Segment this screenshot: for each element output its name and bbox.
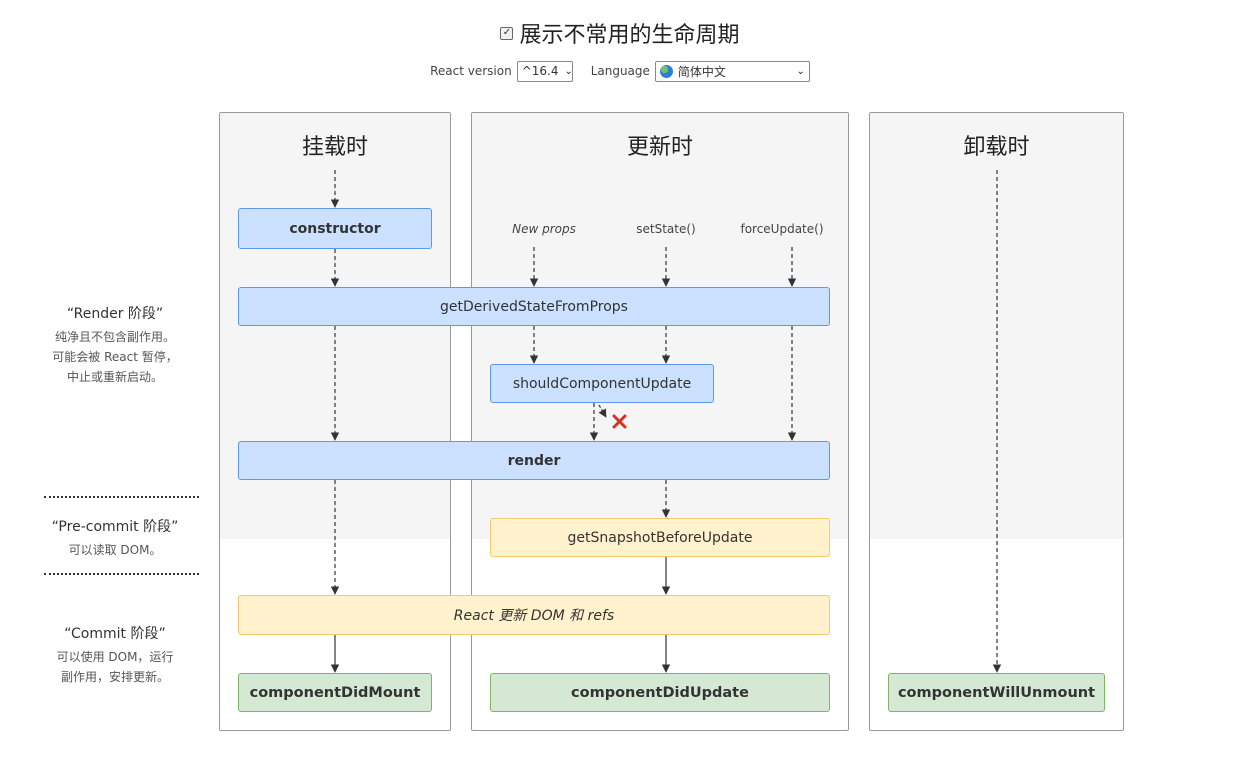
trigger-set-state: setState()	[636, 222, 696, 236]
react-updates-dom-node[interactable]: React 更新 DOM 和 refs	[238, 595, 830, 635]
render-phase-desc-3: 中止或重新启动。	[66, 370, 163, 384]
get-snapshot-node[interactable]: getSnapshotBeforeUpdate	[490, 518, 830, 557]
chevron-down-icon: ⌄	[796, 65, 805, 77]
precommit-phase-title: “Pre-commit 阶段”	[51, 519, 179, 535]
component-will-unmount-node[interactable]: componentWillUnmount	[888, 673, 1105, 712]
language-label: Language	[590, 64, 650, 78]
phase-divider	[44, 496, 199, 498]
arrow-scu-cancel	[598, 404, 607, 418]
component-did-mount-node[interactable]: componentDidMount	[238, 673, 432, 712]
render-node[interactable]: render	[238, 441, 830, 480]
unmounting-column-title: 卸载时	[963, 135, 1030, 160]
render-phase-desc-2: 可能会被 React 暂停，	[52, 350, 178, 364]
mounting-column-title: 挂载时	[301, 135, 368, 160]
react-version-select[interactable]: ^16.4 ⌄	[516, 60, 573, 82]
phase-divider	[44, 573, 199, 575]
chevron-down-icon: ⌄	[564, 65, 573, 77]
react-version-label: React version	[430, 64, 512, 78]
component-did-update-node[interactable]: componentDidUpdate	[490, 673, 830, 712]
updating-column-title: 更新时	[626, 135, 693, 160]
controls-row: React version ^16.4 ⌄ Language 简体中文 ⌄	[0, 60, 1240, 82]
commit-phase-desc-1: 可以使用 DOM，运行	[56, 650, 174, 664]
should-component-update-node[interactable]: shouldComponentUpdate	[490, 364, 714, 403]
render-phase-title: “Render 阶段”	[66, 306, 164, 322]
react-version-value: ^16.4	[521, 64, 559, 78]
trigger-force-update: forceUpdate()	[740, 222, 824, 236]
trigger-new-props: New props	[512, 222, 576, 236]
commit-phase-desc-2: 副作用，安排更新。	[60, 670, 169, 684]
language-value: 简体中文	[677, 64, 726, 79]
checkmark-icon: ✓	[502, 27, 512, 38]
show-uncommon-checkbox[interactable]: ✓	[500, 26, 514, 40]
get-derived-state-node[interactable]: getDerivedStateFromProps	[238, 287, 830, 326]
constructor-node[interactable]: constructor	[238, 208, 432, 249]
header-title-row: ✓ 展示不常用的生命周期	[0, 17, 1240, 49]
page-title: 展示不常用的生命周期	[519, 23, 740, 48]
language-select[interactable]: 简体中文 ⌄	[654, 60, 810, 82]
commit-phase-title: “Commit 阶段”	[64, 626, 166, 642]
red-x-icon	[612, 414, 627, 429]
render-phase-desc-1: 纯净且不包含副作用。	[54, 330, 175, 344]
precommit-phase-desc: 可以读取 DOM。	[68, 543, 162, 557]
globe-icon	[659, 64, 673, 78]
